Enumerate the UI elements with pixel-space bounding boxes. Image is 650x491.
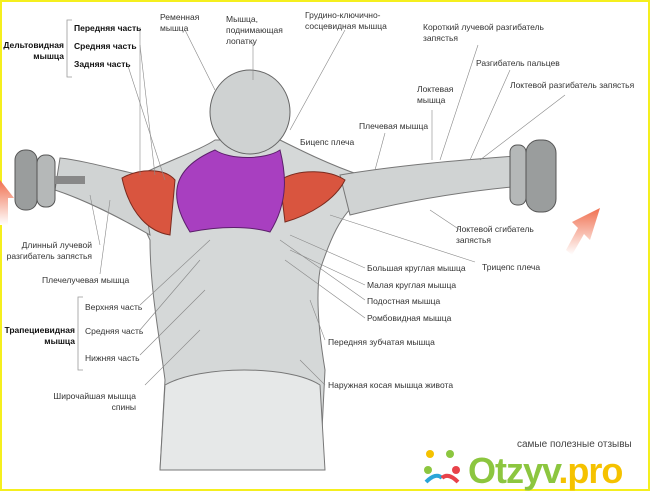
label-latissimus: Широчайшая мышца спины xyxy=(53,391,136,412)
label-fcu: Локтевой сгибатель запястья xyxy=(456,224,534,245)
label-deltoid-front: Передняя часть xyxy=(74,23,142,33)
label-ecu: Локтевой разгибатель запястья xyxy=(510,80,635,90)
label-deltoid-rear: Задняя часть xyxy=(74,59,131,69)
label-ecrl: Длинный лучевой разгибатель запястья xyxy=(6,240,92,261)
right-deltoid xyxy=(279,171,346,223)
label-trapezius: Трапециевидная мышца xyxy=(4,325,76,346)
label-teres-minor: Малая круглая мышца xyxy=(367,280,457,290)
left-deltoid xyxy=(121,170,176,236)
label-trap-middle: Средняя часть xyxy=(85,326,144,336)
label-teres-major: Большая круглая мышца xyxy=(367,263,466,273)
glutes xyxy=(159,369,326,471)
label-rhomboid: Ромбовидная мышца xyxy=(367,313,452,323)
left-dumbbell xyxy=(14,149,85,211)
otzyv-logo-icon xyxy=(424,450,460,484)
brand-name: Otzyv xyxy=(468,450,559,491)
label-trap-lower: Нижняя часть xyxy=(85,353,140,363)
label-splenius: Ременная мышца xyxy=(160,12,200,33)
label-serratus: Передняя зубчатая мышца xyxy=(328,337,435,347)
watermark-brand: Otzyv.pro xyxy=(468,450,623,491)
brand-tld: .pro xyxy=(558,450,623,491)
label-deltoid-middle: Средняя часть xyxy=(74,41,137,51)
label-brachialis: Плечевая мышца xyxy=(359,121,429,131)
right-dumbbell xyxy=(509,139,557,213)
label-trap-upper: Верхняя часть xyxy=(85,302,143,312)
label-brachioradialis: Плечелучевая мышца xyxy=(42,275,130,285)
arrow-up-left-icon xyxy=(0,180,14,225)
label-levator: Мышца, поднимающая лопатку xyxy=(226,14,283,46)
label-oblique: Наружная косая мышца живота xyxy=(328,380,454,390)
label-triceps: Трицепс плеча xyxy=(482,262,541,272)
label-scm: Грудино-ключично-сосцевидная мышца xyxy=(305,10,387,31)
trapezius-upper xyxy=(176,149,285,233)
head xyxy=(209,69,291,155)
label-biceps: Бицепс плеча xyxy=(300,137,355,147)
right-arm xyxy=(339,154,536,216)
watermark-tagline: самые полезные отзывы xyxy=(517,439,632,450)
label-ext-digitorum: Разгибатель пальцев xyxy=(476,58,560,68)
label-ecrb: Короткий лучевой разгибатель запястья xyxy=(423,22,544,43)
label-anconeus: Локтевая мышца xyxy=(417,84,454,105)
label-deltoid: Дельтовидная мышца xyxy=(3,40,64,61)
label-infraspinatus: Подостная мышца xyxy=(367,296,441,306)
arrow-up-right-icon xyxy=(566,208,600,255)
